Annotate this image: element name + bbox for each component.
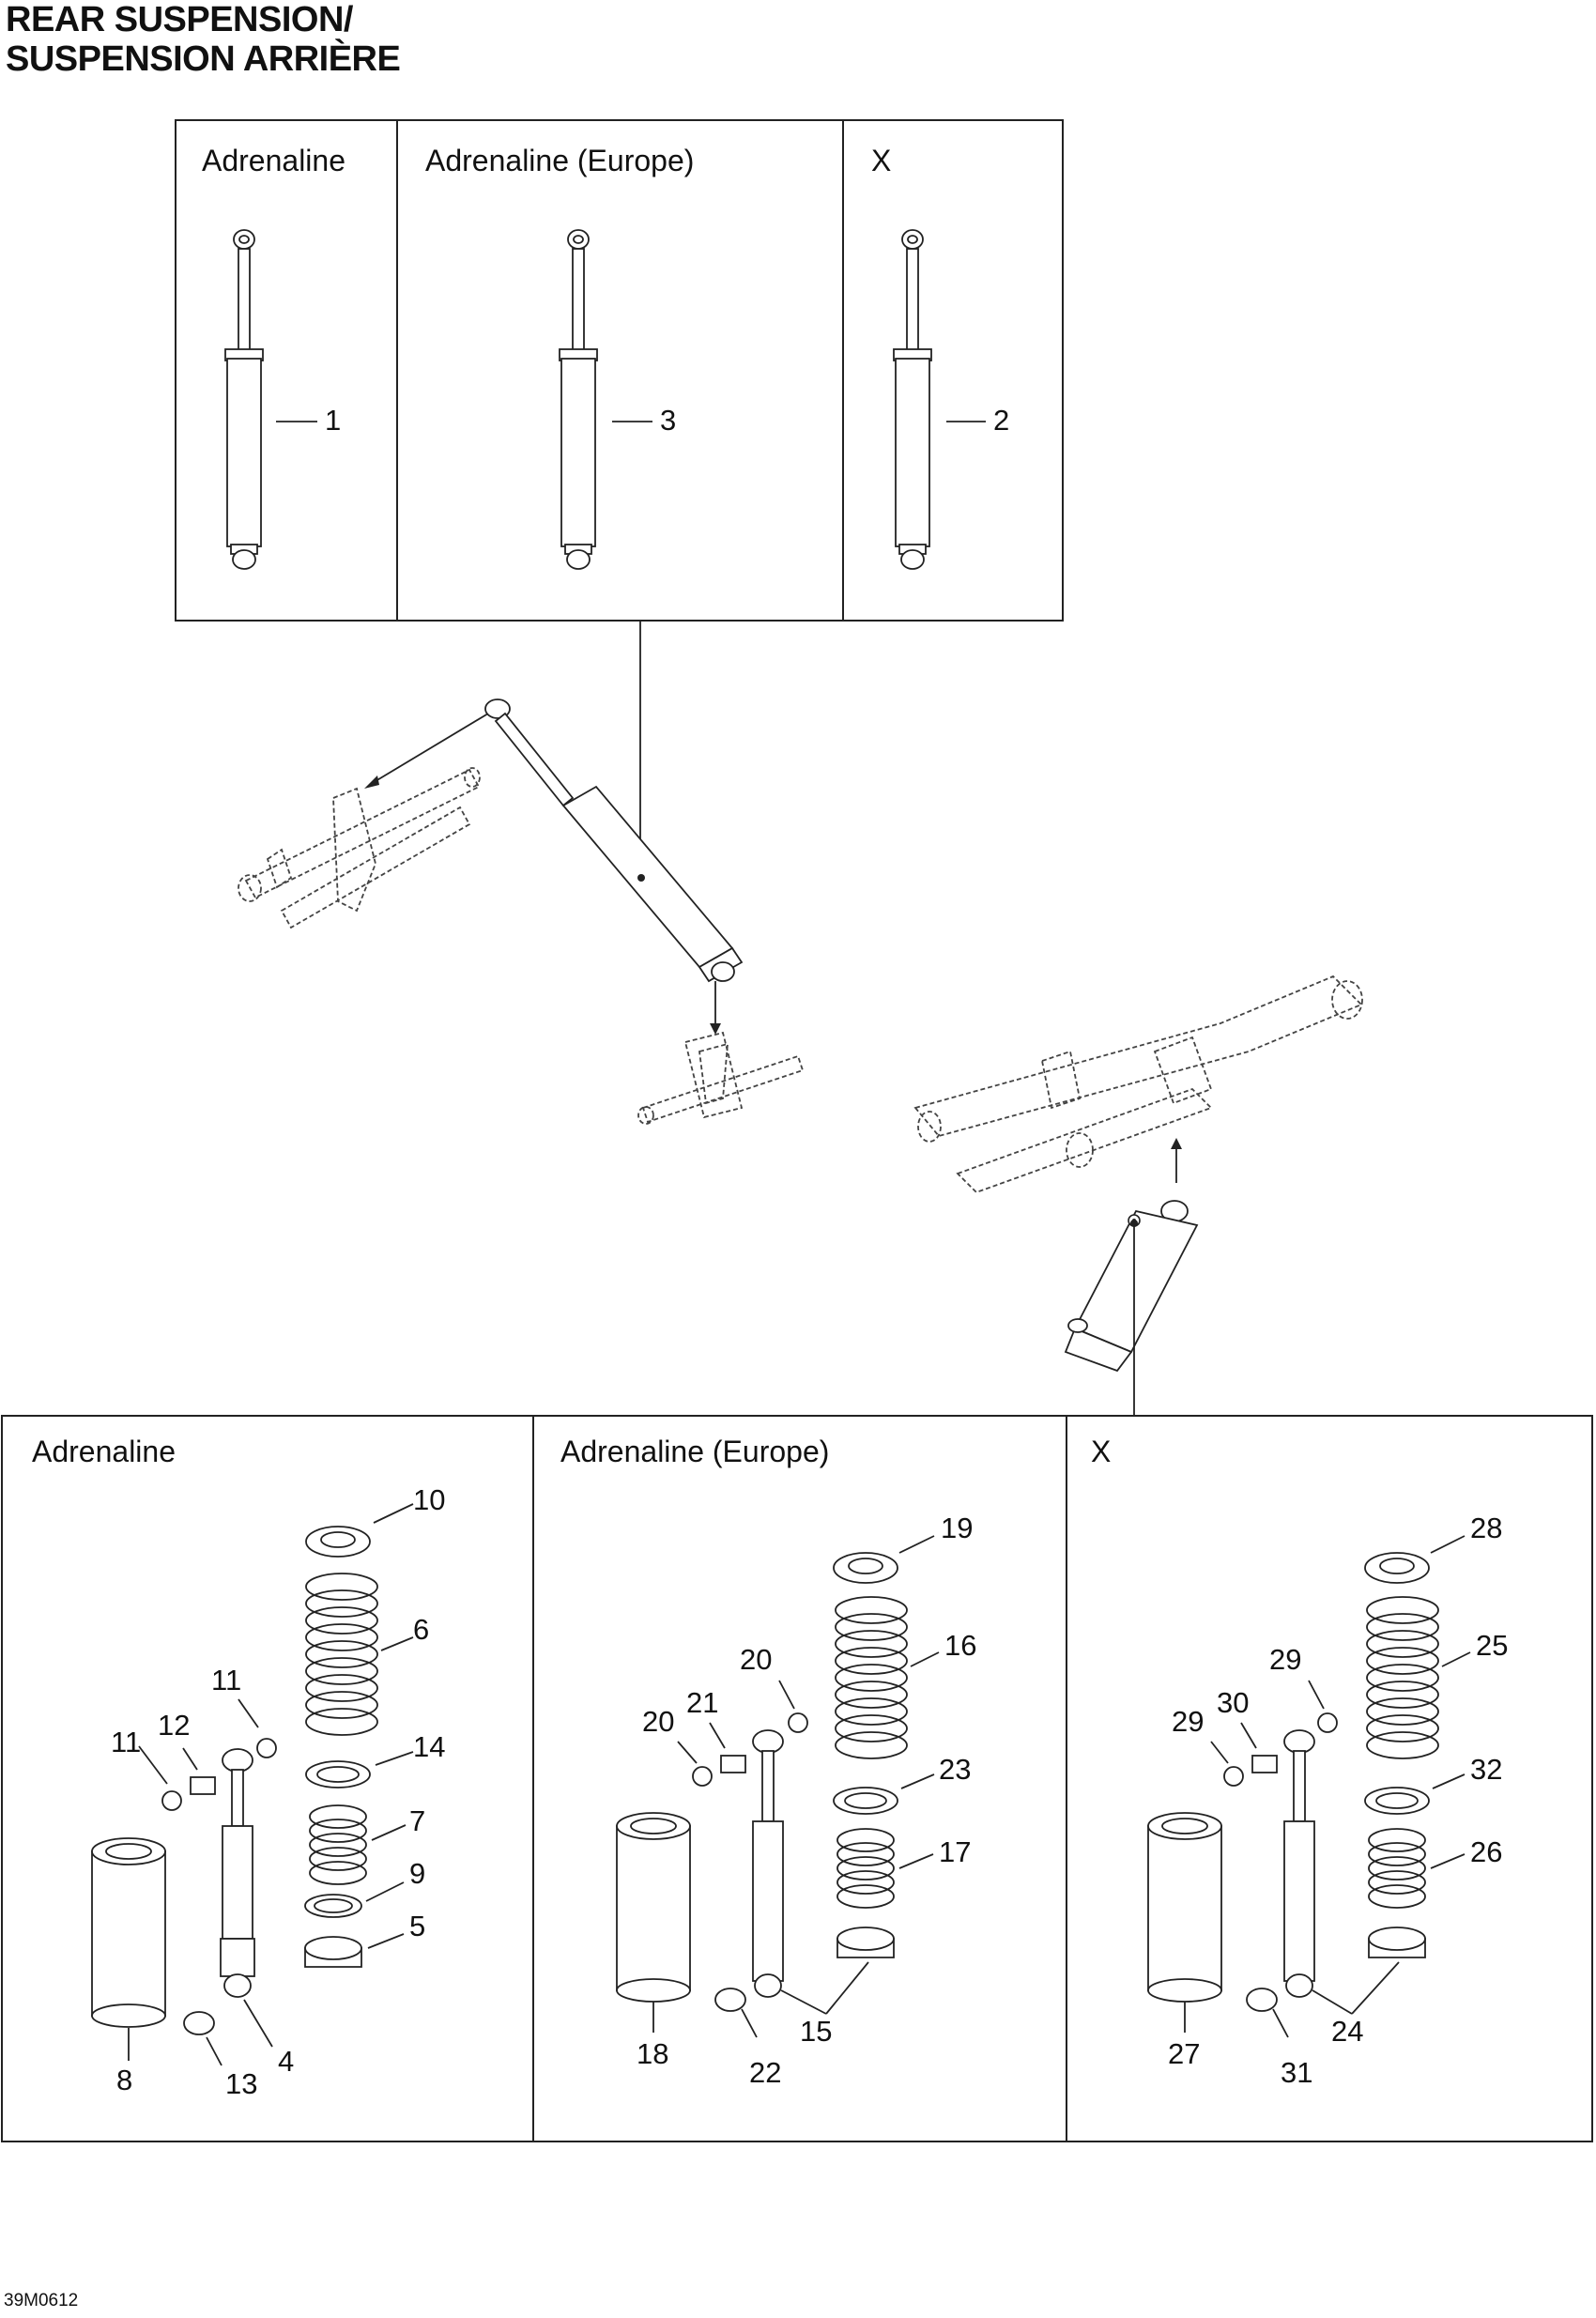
callout-31: 31 — [1281, 2056, 1313, 2089]
main-spring-6 — [305, 1573, 378, 1736]
callout-19: 19 — [941, 1512, 974, 1544]
adrenaline-rear-shock-parts — [91, 1503, 414, 2066]
top-label-adrenaline-europe: Adrenaline (Europe) — [425, 144, 695, 177]
title-line-1: REAR SUSPENSION/ — [6, 0, 353, 39]
callout-20-upper: 20 — [740, 1643, 773, 1676]
callout-28: 28 — [1470, 1512, 1503, 1544]
callout-6: 6 — [413, 1613, 430, 1646]
rear-crossbar — [637, 1031, 805, 1125]
x-rear-shock-parts — [1147, 1535, 1471, 2038]
callout-23: 23 — [939, 1753, 972, 1786]
title-line-2: SUSPENSION ARRIÈRE — [6, 39, 401, 79]
callout-11-upper: 11 — [211, 1664, 242, 1696]
callout-32: 32 — [1470, 1753, 1503, 1786]
top-shock-3 — [559, 229, 652, 570]
top-label-adrenaline: Adrenaline — [202, 144, 345, 177]
top-panel-frame — [175, 119, 1064, 622]
callout-10: 10 — [413, 1483, 446, 1516]
callout-30: 30 — [1217, 1686, 1250, 1719]
callout-21: 21 — [686, 1686, 719, 1719]
callout-29-lower: 29 — [1172, 1705, 1205, 1738]
callout-16: 16 — [944, 1629, 977, 1662]
front-arm-assembly — [238, 713, 489, 929]
callout-17: 17 — [939, 1835, 972, 1868]
callout-1: 1 — [325, 404, 342, 437]
callout-22: 22 — [749, 2056, 782, 2089]
callout-27: 27 — [1168, 2037, 1201, 2070]
coilover-shock — [1064, 1200, 1199, 1373]
center-shock — [484, 698, 744, 1035]
callout-7: 7 — [409, 1804, 426, 1837]
callout-29-upper: 29 — [1269, 1643, 1302, 1676]
callout-12: 12 — [158, 1709, 191, 1742]
bottom-label-adrenaline: Adrenaline — [32, 1435, 176, 1468]
callout-3: 3 — [660, 404, 677, 437]
top-label-x: X — [871, 144, 892, 177]
top-shock-2 — [893, 229, 986, 570]
callout-25: 25 — [1476, 1629, 1509, 1662]
callout-26: 26 — [1470, 1835, 1503, 1868]
callout-9: 9 — [409, 1857, 426, 1890]
callout-15: 15 — [800, 2015, 833, 2048]
bottom-panel-frame — [1, 1415, 1593, 2142]
callout-5: 5 — [409, 1910, 426, 1942]
bottom-label-x: X — [1091, 1435, 1112, 1468]
document-id: 39M0612 — [4, 2291, 79, 2310]
callout-8: 8 — [116, 2064, 133, 2096]
bottom-label-adrenaline-europe: Adrenaline (Europe) — [560, 1435, 830, 1468]
callout-2: 2 — [993, 404, 1010, 437]
callout-20-lower: 20 — [642, 1705, 675, 1738]
callout-14: 14 — [413, 1730, 446, 1763]
rear-arm-assembly — [913, 975, 1363, 1194]
europe-rear-shock-parts — [616, 1535, 940, 2038]
callout-24: 24 — [1331, 2015, 1364, 2048]
callout-18: 18 — [637, 2037, 669, 2070]
callout-11-lower: 11 — [111, 1726, 142, 1758]
callout-13: 13 — [225, 2067, 258, 2100]
callout-4: 4 — [278, 2045, 295, 2078]
diagram-title: REAR SUSPENSION/ SUSPENSION ARRIÈRE — [6, 0, 401, 79]
top-shock-1 — [224, 229, 317, 570]
